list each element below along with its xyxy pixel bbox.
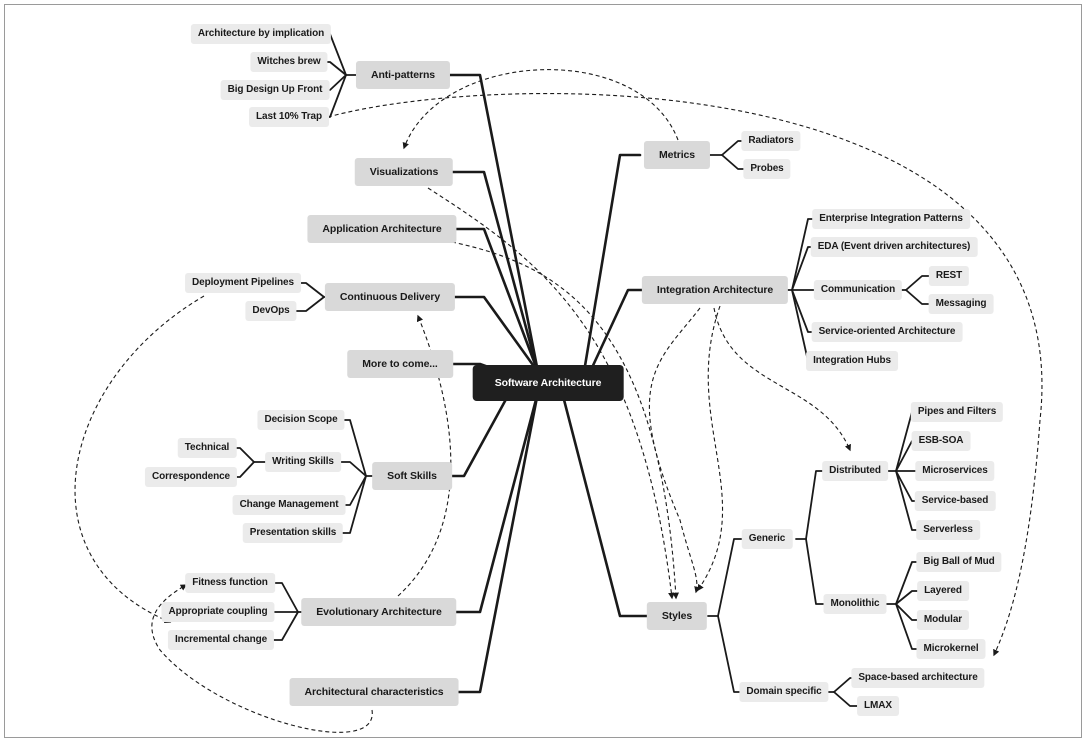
- node-more-to-come[interactable]: More to come...: [347, 350, 453, 378]
- node-space-based-architecture[interactable]: Space-based architecture: [851, 668, 985, 688]
- node-technical[interactable]: Technical: [177, 438, 237, 458]
- node-presentation-skills[interactable]: Presentation skills: [242, 523, 344, 543]
- root-node[interactable]: Software Architecture: [472, 365, 624, 401]
- node-messaging[interactable]: Messaging: [928, 294, 994, 314]
- node-metrics[interactable]: Metrics: [643, 141, 711, 169]
- edge-root-styles: [560, 390, 652, 618]
- edge-root-architectural-characteristics: [446, 390, 540, 694]
- node-generic[interactable]: Generic: [741, 529, 793, 549]
- node-devops[interactable]: DevOps: [245, 301, 297, 321]
- dashed-metrics-visualizations: [402, 69, 679, 150]
- node-big-ball-of-mud[interactable]: Big Ball of Mud: [916, 552, 1002, 572]
- edge-root-soft-skills: [446, 390, 512, 478]
- node-soft-skills[interactable]: Soft Skills: [372, 462, 452, 490]
- edge-root-integration-architecture: [588, 288, 652, 374]
- node-domain-specific[interactable]: Domain specific: [739, 682, 829, 702]
- node-communication[interactable]: Communication: [813, 280, 903, 300]
- node-deployment-pipelines[interactable]: Deployment Pipelines: [185, 273, 301, 293]
- node-architecture-by-implication[interactable]: Architecture by implication: [190, 24, 332, 44]
- edge-root-application-architecture: [446, 227, 540, 374]
- node-distributed[interactable]: Distributed: [822, 461, 888, 481]
- diagram-frame: [4, 4, 1082, 738]
- node-architectural-characteristics[interactable]: Architectural characteristics: [289, 678, 459, 706]
- node-modular[interactable]: Modular: [916, 610, 970, 630]
- node-pipes-and-filters[interactable]: Pipes and Filters: [910, 402, 1004, 422]
- node-evolutionary-architecture[interactable]: Evolutionary Architecture: [301, 598, 457, 626]
- node-appropriate-coupling[interactable]: Appropriate coupling: [161, 602, 275, 622]
- node-monolithic[interactable]: Monolithic: [823, 594, 887, 614]
- node-serverless[interactable]: Serverless: [916, 520, 980, 540]
- node-correspondence[interactable]: Correspondence: [144, 467, 238, 487]
- edge-root-anti-patterns: [446, 73, 540, 374]
- dashed-integration-styles-b: [697, 305, 724, 592]
- node-eda[interactable]: EDA (Event driven architectures): [810, 237, 978, 257]
- edge-root-metrics: [582, 153, 642, 374]
- node-lmax[interactable]: LMAX: [857, 696, 899, 716]
- node-last-10-trap[interactable]: Last 10% Trap: [249, 107, 329, 127]
- node-layered[interactable]: Layered: [917, 581, 969, 601]
- node-big-design-up-front[interactable]: Big Design Up Front: [220, 80, 330, 100]
- dashed-last10-microkernel: [327, 93, 1043, 657]
- node-service-based[interactable]: Service-based: [914, 491, 996, 511]
- node-styles[interactable]: Styles: [646, 602, 708, 630]
- node-witches-brew[interactable]: Witches brew: [250, 52, 328, 72]
- node-integration-architecture[interactable]: Integration Architecture: [641, 276, 789, 304]
- node-microkernel[interactable]: Microkernel: [916, 639, 986, 659]
- dashed-characteristics-fitness: [151, 584, 373, 733]
- edge-root-visualizations: [446, 170, 540, 374]
- dashed-integration-distributed: [713, 307, 851, 452]
- node-esb-soa[interactable]: ESB-SOA: [911, 431, 971, 451]
- node-enterprise-integration-patterns[interactable]: Enterprise Integration Patterns: [812, 209, 970, 229]
- node-probes[interactable]: Probes: [743, 159, 791, 179]
- node-decision-scope[interactable]: Decision Scope: [257, 410, 345, 430]
- node-fitness-function[interactable]: Fitness function: [185, 573, 275, 593]
- node-continuous-delivery[interactable]: Continuous Delivery: [324, 283, 456, 311]
- node-visualizations[interactable]: Visualizations: [354, 158, 454, 186]
- edge-root-continuous-delivery: [446, 295, 540, 374]
- node-change-management[interactable]: Change Management: [232, 495, 346, 515]
- node-service-oriented-architecture[interactable]: Service-oriented Architecture: [811, 322, 963, 342]
- dashed-application-styles: [451, 241, 679, 600]
- node-application-architecture[interactable]: Application Architecture: [307, 215, 457, 243]
- node-microservices[interactable]: Microservices: [915, 461, 995, 481]
- node-anti-patterns[interactable]: Anti-patterns: [355, 61, 451, 89]
- edge-root-evolutionary-architecture: [446, 390, 540, 614]
- node-integration-hubs[interactable]: Integration Hubs: [806, 351, 898, 371]
- node-radiators[interactable]: Radiators: [741, 131, 801, 151]
- node-incremental-change[interactable]: Incremental change: [167, 630, 275, 650]
- dashed-integration-styles-a: [648, 307, 701, 594]
- node-writing-skills[interactable]: Writing Skills: [265, 452, 341, 472]
- dashed-deployment-incremental: [74, 295, 205, 624]
- node-rest[interactable]: REST: [928, 266, 970, 286]
